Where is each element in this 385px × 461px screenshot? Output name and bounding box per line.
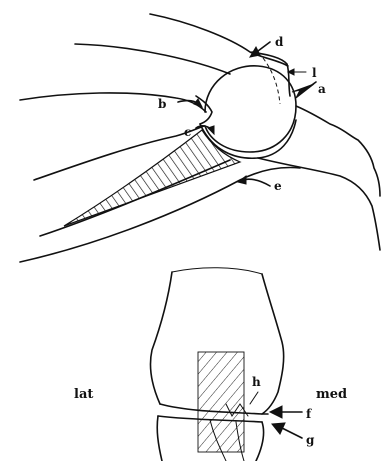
lower-bone-right [256,422,264,461]
label-a: a [318,82,326,96]
arrow-a-tail [302,82,316,92]
scapula-right-contour [296,106,380,196]
label-med: med [316,387,347,402]
lower-bone-left [157,416,162,461]
dashed-contour [263,58,280,104]
upper-joint-drawing [20,14,380,262]
arrow-f-head [270,406,282,418]
label-f: f [306,407,312,421]
label-c: c [184,125,191,139]
label-h: h [252,375,261,389]
lower-section-drawing [150,268,283,461]
scapula-lower-contour [258,158,380,250]
arrow-g [282,428,302,438]
label-g: g [306,433,315,447]
label-d: d [275,35,284,49]
label-l: l [312,66,317,80]
arrow-h [250,392,258,404]
label-lat: lat [74,387,93,402]
lower-shaft-right [262,274,284,414]
humeral-head [205,66,296,152]
label-b: b [158,97,166,111]
label-e: e [274,179,282,193]
upper-bone-line-2 [75,44,230,74]
lower-shaft-top [172,268,262,274]
upper-bone-outline [150,14,288,66]
hatched-strip [198,352,244,452]
hatched-region-upper [64,130,240,226]
lower-shaft-left [150,272,172,404]
